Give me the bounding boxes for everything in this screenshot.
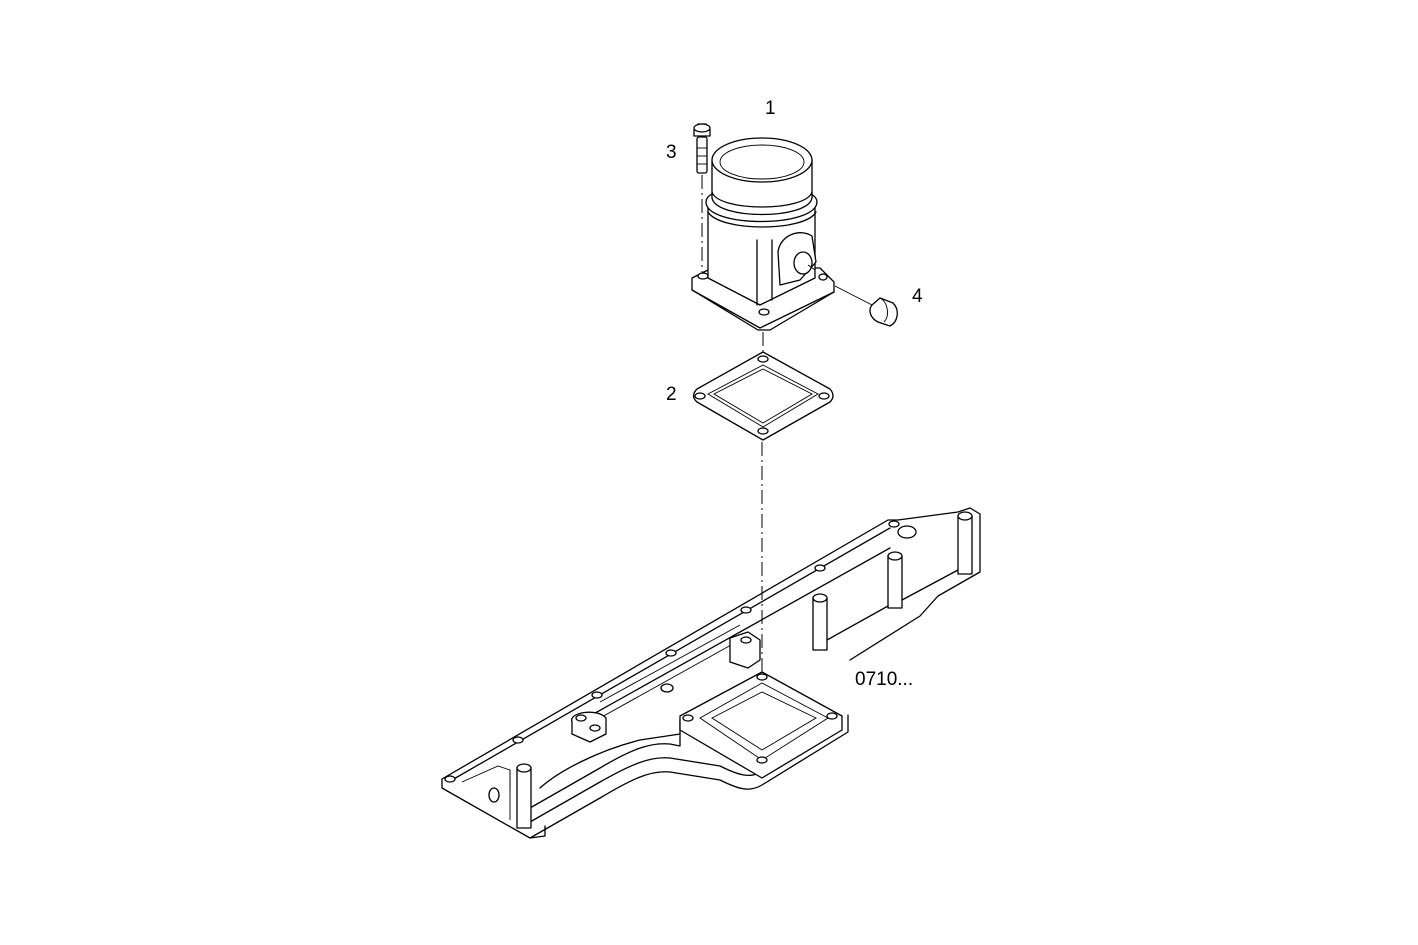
callout-3-bolt: 3	[666, 142, 677, 163]
callout-1-housing: 1	[765, 98, 776, 119]
manifold-part	[441, 507, 981, 839]
callout-2-gasket: 2	[666, 384, 677, 405]
gasket-part	[692, 351, 834, 441]
plug-leader-line	[834, 285, 873, 306]
reference-label-manifold: 0710...	[855, 669, 914, 690]
manifold-pillars	[516, 511, 973, 829]
bolt-part	[693, 123, 711, 174]
housing-part	[691, 137, 835, 331]
plug-part	[869, 297, 898, 327]
callout-4-plug: 4	[912, 286, 923, 307]
